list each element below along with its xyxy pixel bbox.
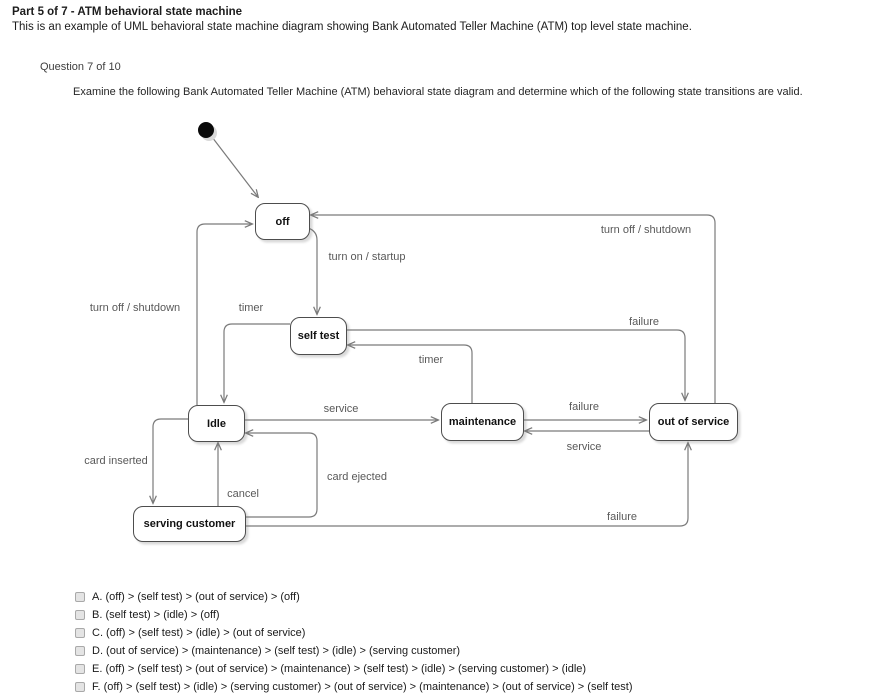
- label-cancel: cancel: [227, 488, 259, 500]
- state-off: off: [255, 203, 310, 240]
- answer-option-f: F. (off) > (self test) > (idle) > (servi…: [75, 680, 633, 694]
- label-turn-off-shutdown-right: turn off / shutdown: [600, 224, 692, 236]
- option-b-label: B. (self test) > (idle) > (off): [92, 609, 220, 621]
- label-timer-right: timer: [418, 354, 444, 366]
- label-failure-top: failure: [629, 316, 659, 328]
- answer-option-a: A. (off) > (self test) > (out of service…: [75, 590, 300, 604]
- checkbox-option-a[interactable]: [75, 592, 85, 602]
- transition-off-to-selftest-line: [307, 227, 317, 314]
- transition-selftest-to-outofservice-line: [345, 329, 685, 400]
- transition-initial-to-off-line: [211, 136, 258, 197]
- option-d-label: D. (out of service) > (maintenance) > (s…: [92, 645, 461, 657]
- option-c-label: C. (off) > (self test) > (idle) > (out o…: [92, 627, 306, 639]
- label-turn-on-startup: turn on / startup: [328, 251, 406, 263]
- part-subtitle: This is an example of UML behavioral sta…: [12, 21, 692, 33]
- part-title: Part 5 of 7 - ATM behavioral state machi…: [12, 6, 243, 18]
- answer-option-b: B. (self test) > (idle) > (off): [75, 608, 220, 622]
- state-out-of-service: out of service: [649, 403, 738, 441]
- initial-state-dot: [198, 122, 214, 138]
- label-service-right: service: [566, 441, 602, 453]
- label-failure-mid: failure: [569, 401, 599, 413]
- transition-idle-to-servingcustomer-line: [153, 418, 188, 503]
- transition-outofservice-to-off-line: [311, 215, 716, 403]
- state-machine-diagram: [0, 122, 716, 527]
- transition-selftest-to-idle-line: [224, 323, 290, 402]
- label-turn-off-shutdown-left: turn off / shutdown: [89, 302, 181, 314]
- option-a-label: A. (off) > (self test) > (out of service…: [92, 591, 300, 603]
- checkbox-option-d[interactable]: [75, 646, 85, 656]
- transition-servingcustomer-to-outofservice-line: [244, 443, 688, 527]
- checkbox-option-c[interactable]: [75, 628, 85, 638]
- label-service-left: service: [323, 403, 359, 415]
- state-maintenance: maintenance: [441, 403, 524, 441]
- transition-maintenance-to-selftest-line: [348, 345, 473, 403]
- question-number: Question 7 of 10: [40, 61, 121, 73]
- label-timer-left: timer: [238, 302, 264, 314]
- question-instruction: Examine the following Bank Automated Tel…: [73, 86, 803, 98]
- state-self-test: self test: [290, 317, 347, 355]
- answer-option-c: C. (off) > (self test) > (idle) > (out o…: [75, 626, 305, 640]
- label-card-ejected: card ejected: [327, 471, 387, 483]
- label-card-inserted: card inserted: [84, 455, 148, 467]
- option-f-label: F. (off) > (self test) > (idle) > (servi…: [92, 681, 633, 693]
- state-idle: Idle: [188, 405, 245, 442]
- option-e-label: E. (off) > (self test) > (out of service…: [92, 663, 587, 675]
- transition-servingcustomer-to-idle-cardejected-line: [244, 433, 318, 518]
- label-failure-bottom: failure: [607, 511, 637, 523]
- answer-option-e: E. (off) > (self test) > (out of service…: [75, 662, 586, 676]
- answer-option-d: D. (out of service) > (maintenance) > (s…: [75, 644, 460, 658]
- checkbox-option-e[interactable]: [75, 664, 85, 674]
- transition-idle-to-off-line: [196, 224, 252, 405]
- checkbox-option-b[interactable]: [75, 610, 85, 620]
- state-serving-customer: serving customer: [133, 506, 246, 542]
- checkbox-option-f[interactable]: [75, 682, 85, 692]
